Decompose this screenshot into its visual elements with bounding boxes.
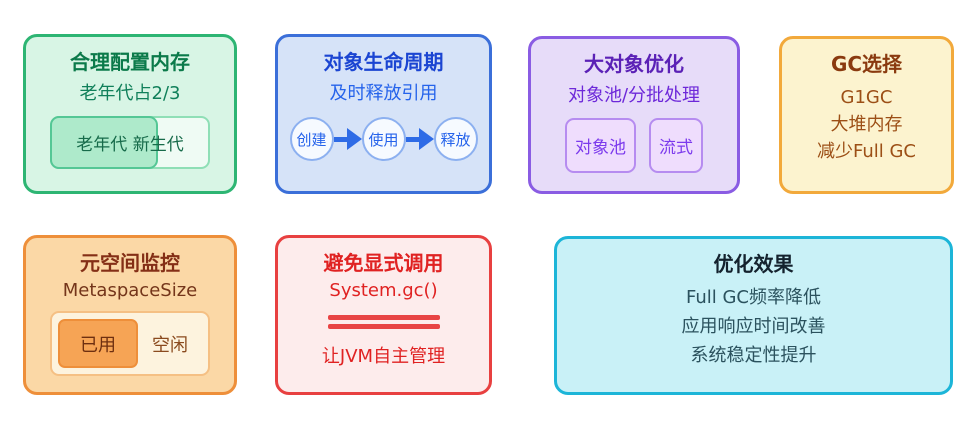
card-object-lifecycle: 对象生命周期 及时释放引用 创建 使用 释放 bbox=[275, 34, 492, 194]
flow-step-create: 创建 bbox=[289, 117, 334, 161]
card-title: 对象生命周期 bbox=[323, 50, 444, 74]
card-subtitle: 对象池/分批处理 bbox=[567, 85, 701, 106]
card-subtitle: 及时释放引用 bbox=[329, 83, 438, 104]
lifecycle-flow: 创建 使用 释放 bbox=[289, 117, 478, 161]
memory-ratio-bar: 老年代 新生代 bbox=[50, 116, 210, 169]
gc-line: G1GC bbox=[840, 87, 893, 108]
strike-line bbox=[327, 324, 440, 329]
strategy-chips: 对象池 流式 bbox=[565, 118, 703, 173]
result-lines: Full GC频率降低 应用响应时间改善 系统稳定性提升 bbox=[682, 283, 826, 370]
used-segment: 已用 bbox=[58, 319, 138, 368]
card-title: 优化效果 bbox=[713, 252, 794, 276]
card-avoid-explicit-gc: 避免显式调用 System.gc() 让JVM自主管理 bbox=[275, 235, 492, 395]
metaspace-usage-bar: 已用 空闲 bbox=[50, 311, 210, 376]
result-line: 应用响应时间改善 bbox=[681, 316, 826, 337]
card-large-object: 大对象优化 对象池/分批处理 对象池 流式 bbox=[528, 36, 740, 194]
gc-choice-lines: G1GC 大堆内存 减少Full GC bbox=[817, 84, 916, 165]
card-title: 元空间监控 bbox=[80, 251, 180, 275]
result-line: 系统稳定性提升 bbox=[690, 345, 817, 366]
free-segment: 空闲 bbox=[152, 334, 188, 356]
flow-step-use: 使用 bbox=[361, 117, 406, 161]
card-title: 合理配置内存 bbox=[70, 50, 190, 74]
gc-line: 大堆内存 bbox=[830, 114, 903, 135]
card-subtitle: MetaspaceSize bbox=[62, 280, 198, 301]
chip-object-pool: 对象池 bbox=[565, 118, 636, 173]
card-title: GC选择 bbox=[830, 52, 903, 76]
card-gc-choice: GC选择 G1GC 大堆内存 减少Full GC bbox=[779, 36, 954, 194]
card-title: 大对象优化 bbox=[584, 52, 684, 76]
memory-bar-label: 老年代 新生代 bbox=[76, 135, 184, 155]
arrow-right-icon bbox=[333, 128, 362, 150]
card-subtitle: 老年代占2/3 bbox=[79, 83, 181, 104]
card-metaspace-monitor: 元空间监控 MetaspaceSize 已用 空闲 bbox=[23, 235, 237, 395]
old-gen-segment bbox=[50, 116, 158, 169]
card-memory-config: 合理配置内存 老年代占2/3 老年代 新生代 bbox=[23, 34, 237, 194]
system-gc-code: System.gc() bbox=[329, 280, 438, 301]
strikethrough-lines bbox=[327, 315, 440, 329]
chip-streaming: 流式 bbox=[649, 118, 703, 173]
card-optimization-results: 优化效果 Full GC频率降低 应用响应时间改善 系统稳定性提升 bbox=[554, 236, 953, 395]
avoid-note: 让JVM自主管理 bbox=[321, 346, 446, 367]
strike-line bbox=[327, 315, 440, 320]
card-title: 避免显式调用 bbox=[323, 251, 444, 275]
gc-line: 减少Full GC bbox=[816, 141, 917, 162]
result-line: Full GC频率降低 bbox=[685, 287, 822, 308]
arrow-right-icon bbox=[405, 128, 434, 150]
flow-step-release: 释放 bbox=[433, 117, 478, 161]
